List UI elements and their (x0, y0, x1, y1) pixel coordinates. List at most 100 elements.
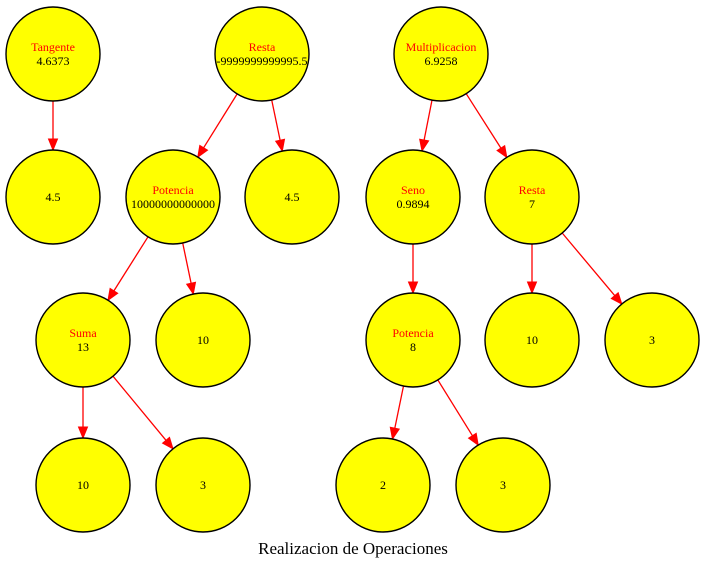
edge-suma-to-suma_lhs (77, 387, 89, 440)
node-circle (155, 292, 251, 388)
node-potencia_2_base: 2 (335, 437, 431, 533)
node-resta_2_lhs: 10 (484, 292, 580, 388)
node-operator-label: Resta (519, 183, 546, 197)
arrowhead-icon (161, 436, 174, 450)
node-value-label: 4.5 (46, 190, 61, 204)
node-resta_1_rhs: 4.5 (244, 149, 340, 245)
arrowhead-icon (389, 426, 401, 441)
node-value-label: 3 (500, 478, 506, 492)
node-potencia_1_exp: 10 (155, 292, 251, 388)
arrowhead-icon (610, 291, 623, 306)
arrowhead-icon (107, 287, 119, 302)
edge-line (203, 93, 238, 149)
edge-line (112, 375, 167, 441)
node-circle (5, 149, 101, 245)
node-circle (455, 437, 551, 533)
node-value-label: 4.5 (285, 190, 300, 204)
edge-line (437, 379, 473, 437)
node-circle (365, 149, 461, 245)
node-value-label: -9999999999995.5 (217, 54, 308, 68)
node-circle (35, 437, 131, 533)
edge-suma-to-suma_rhs (112, 375, 174, 450)
node-potencia_2_exp: 3 (455, 437, 551, 533)
node-tan_arg: 4.5 (5, 149, 101, 245)
arrowhead-icon (407, 281, 419, 295)
arrowhead-icon (77, 426, 89, 440)
node-operator-label: Suma (69, 326, 97, 340)
node-suma_rhs: 3 (155, 437, 251, 533)
node-circle (365, 292, 461, 388)
node-value-label: 0.9894 (397, 197, 430, 211)
arrowhead-icon (47, 138, 59, 152)
edge-resta_1-to-resta_1_rhs (271, 99, 286, 153)
edge-resta_2-to-resta_2_lhs (526, 244, 538, 295)
node-circle (604, 292, 700, 388)
node-operator-label: Tangente (31, 40, 75, 54)
node-value-label: 3 (649, 333, 655, 347)
edge-line (113, 236, 149, 292)
node-value-label: 8 (410, 340, 416, 354)
edge-resta_2-to-resta_2_rhs (561, 232, 623, 306)
node-value-label: 10 (77, 478, 89, 492)
node-operator-label: Resta (249, 40, 276, 54)
node-circle (5, 6, 101, 102)
edge-multiplicacion-to-seno (419, 99, 433, 153)
node-value-label: 6.9258 (425, 54, 458, 68)
edge-line (561, 232, 616, 297)
node-circle (484, 292, 580, 388)
node-value-label: 7 (529, 197, 535, 211)
node-circle (335, 437, 431, 533)
arrowhead-icon (419, 138, 430, 153)
edge-potencia_2-to-potencia_2_base (389, 385, 405, 441)
arrowhead-icon (185, 281, 197, 296)
node-operator-label: Seno (401, 183, 425, 197)
nodes-layer: Tangente4.63734.5Resta-9999999999995.5Po… (5, 6, 700, 533)
arrowhead-icon (526, 281, 538, 295)
node-operator-label: Multiplicacion (406, 40, 477, 54)
arrowhead-icon (197, 144, 209, 159)
arrowhead-icon (467, 432, 479, 447)
node-circle (484, 149, 580, 245)
node-operator-label: Potencia (392, 326, 434, 340)
edge-resta_1-to-potencia_1 (197, 93, 238, 159)
node-resta_1: Resta-9999999999995.5 (214, 6, 310, 102)
node-circle (125, 149, 221, 245)
node-value-label: 10 (526, 333, 538, 347)
edge-potencia_1-to-suma (107, 236, 149, 302)
node-operator-label: Potencia (152, 183, 194, 197)
edge-line (465, 93, 502, 149)
node-resta_2_rhs: 3 (604, 292, 700, 388)
edge-line (394, 385, 405, 429)
node-value-label: 13 (77, 340, 89, 354)
edge-line (182, 242, 192, 284)
edge-line (423, 99, 433, 141)
edge-potencia_1-to-potencia_1_exp (182, 242, 197, 296)
node-value-label: 10 (197, 333, 209, 347)
edge-multiplicacion-to-resta_2 (465, 93, 508, 159)
edge-seno-to-potencia_2 (407, 244, 419, 295)
node-circle (214, 6, 310, 102)
node-circle (35, 292, 131, 388)
node-circle (244, 149, 340, 245)
edge-potencia_2-to-potencia_2_exp (437, 379, 479, 447)
node-circle (155, 437, 251, 533)
node-value-label: 3 (200, 478, 206, 492)
node-suma_lhs: 10 (35, 437, 131, 533)
arrowhead-icon (496, 144, 508, 159)
edge-tangente-to-tan_arg (47, 101, 59, 152)
edges-layer (47, 93, 623, 450)
graph-caption: Realizacion de Operaciones (258, 539, 448, 558)
node-value-label: 2 (380, 478, 386, 492)
arrowhead-icon (274, 138, 286, 153)
edge-line (271, 99, 281, 141)
node-value-label: 4.6373 (37, 54, 70, 68)
node-circle (393, 6, 489, 102)
